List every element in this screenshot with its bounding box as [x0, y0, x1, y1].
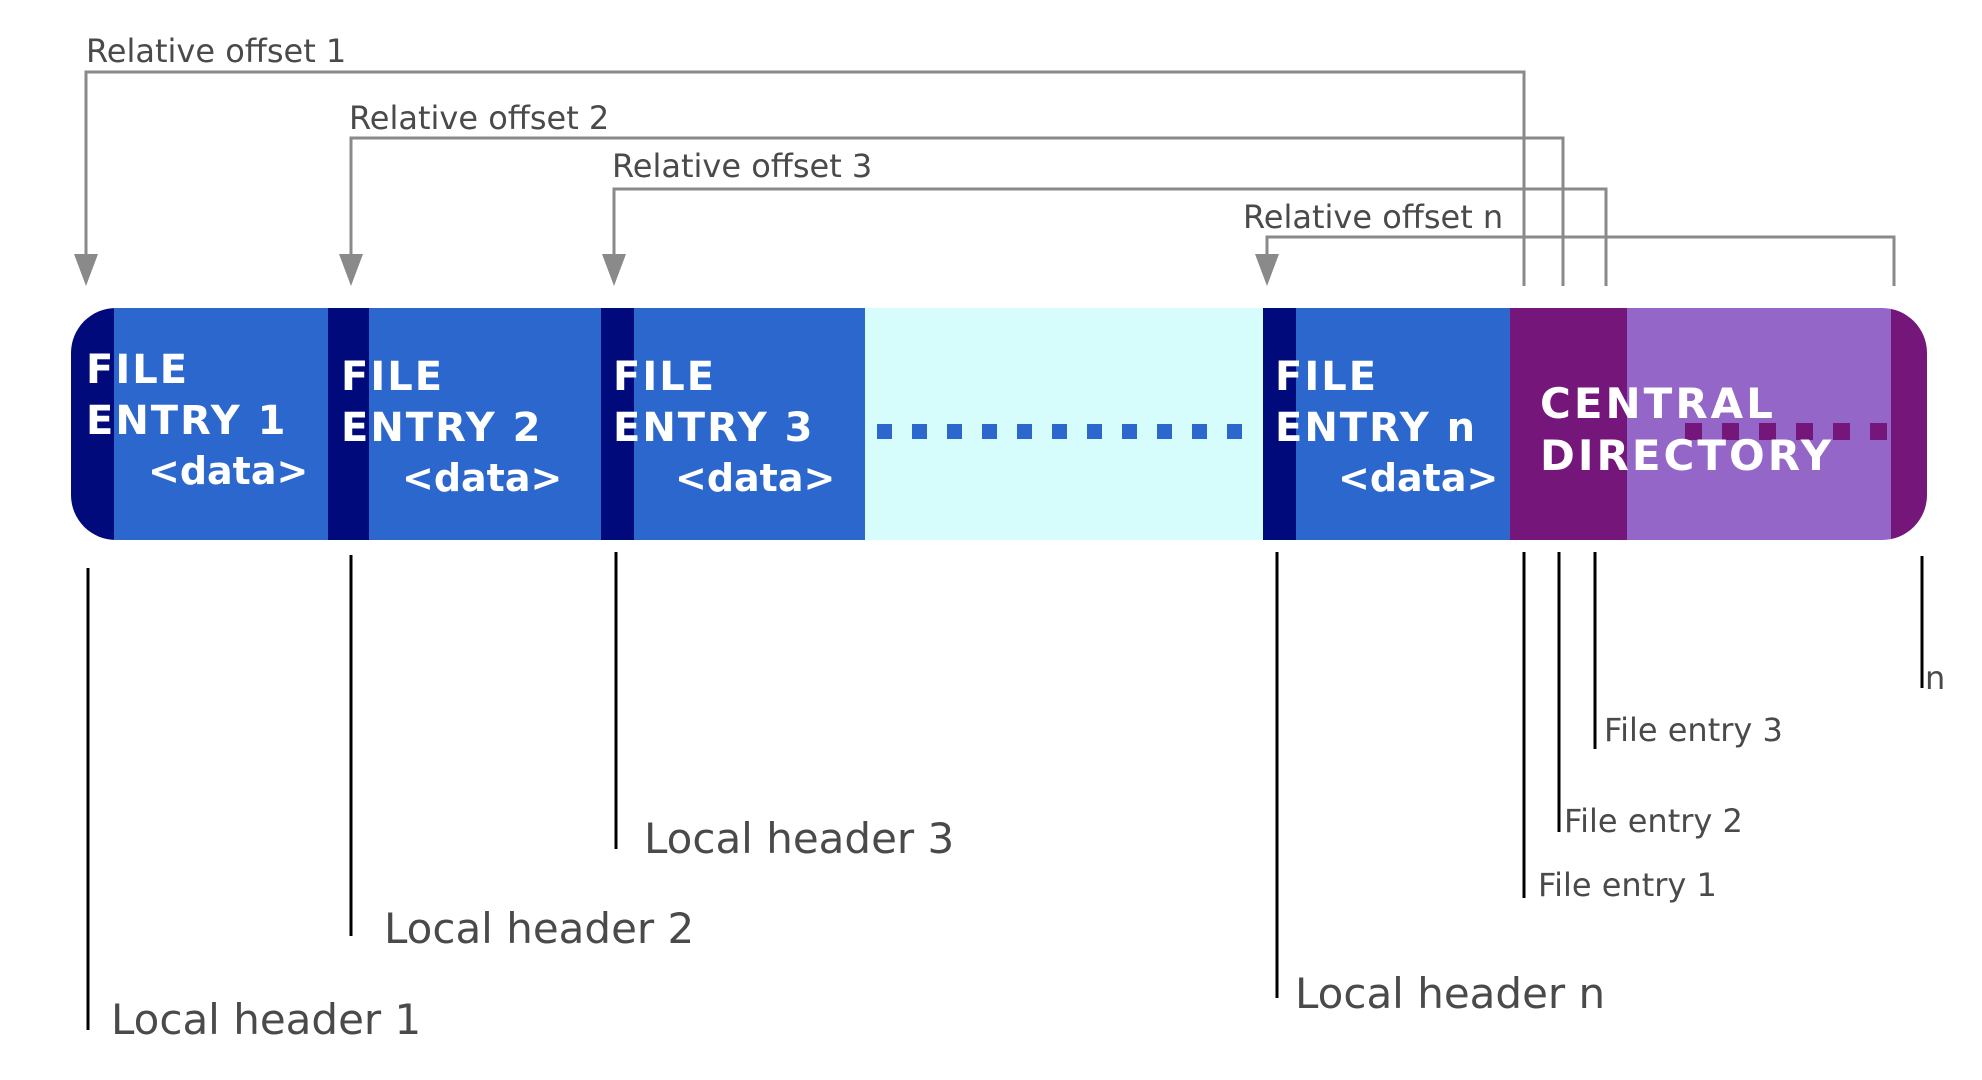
local-header-1-label: Local header 1 — [111, 995, 421, 1044]
file-entry-1-body — [114, 308, 328, 540]
relative-offset-n-label: Relative offset n — [1243, 198, 1503, 236]
file-entry-n-body — [1296, 308, 1510, 540]
local-header-3-label: Local header 3 — [644, 814, 954, 863]
file-entry-1-header — [71, 308, 114, 540]
cd-file-entry-1-label: File entry 1 — [1538, 866, 1717, 904]
local-header-2-label: Local header 2 — [384, 904, 694, 953]
central-directory-end — [1891, 308, 1927, 540]
file-entry-2-data: <data> — [402, 456, 562, 500]
relative-offset-arrows — [74, 70, 1896, 286]
cd-file-entry-3-label: File entry 3 — [1604, 711, 1783, 749]
relative-offset-3-label: Relative offset 3 — [612, 147, 872, 185]
file-entry-3-header — [601, 308, 634, 540]
gap-dots — [877, 424, 1242, 439]
file-entry-2-line1: FILE — [341, 354, 444, 400]
central-directory-dots — [1685, 423, 1887, 440]
file-entry-3-line1: FILE — [613, 354, 716, 400]
file-entry-2-line2: ENTRY 2 — [341, 405, 542, 451]
cd-file-entry-2-label: File entry 2 — [1564, 802, 1743, 840]
central-directory-start — [1510, 308, 1627, 540]
file-entry-1-line1: FILE — [86, 347, 189, 393]
central-directory-line2: DIRECTORY — [1540, 431, 1834, 480]
file-entry-1-data: <data> — [148, 449, 308, 493]
file-entry-n-line1: FILE — [1275, 354, 1378, 400]
file-entry-3-body — [634, 308, 865, 540]
local-header-markers — [86, 552, 1279, 1030]
cd-file-entry-n-label: n — [1925, 659, 1945, 697]
file-entry-2-header — [328, 308, 369, 540]
file-entry-n-line2: ENTRY n — [1275, 405, 1477, 451]
file-entry-2-body — [369, 308, 601, 540]
file-entry-n-header — [1263, 308, 1296, 540]
file-entry-1-line2: ENTRY 1 — [86, 398, 287, 444]
file-entry-3-data: <data> — [675, 456, 835, 500]
archive-bar — [71, 308, 1927, 540]
relative-offset-2-label: Relative offset 2 — [349, 99, 609, 137]
file-entry-3-line2: ENTRY 3 — [613, 405, 814, 451]
file-entry-n-data: <data> — [1338, 456, 1498, 500]
local-header-n-label: Local header n — [1295, 969, 1605, 1018]
cd-entry-markers — [1522, 552, 1924, 898]
relative-offset-1-label: Relative offset 1 — [86, 32, 346, 70]
central-directory-line1: CENTRAL — [1540, 379, 1776, 428]
